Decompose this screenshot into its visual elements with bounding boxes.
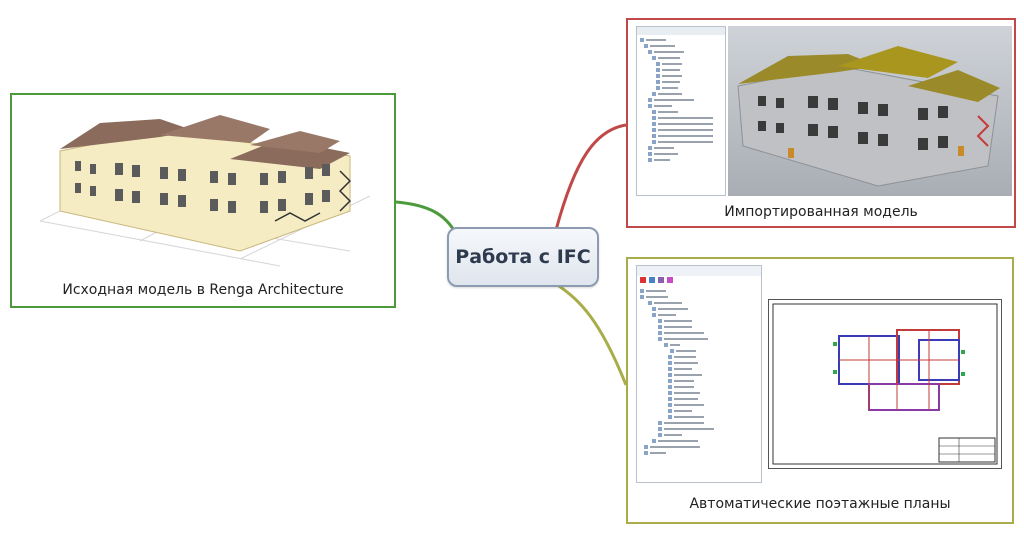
central-topic-node[interactable]: Работа с IFC <box>447 227 599 287</box>
floor-plans-card: Автоматические поэтажные планы <box>626 257 1014 524</box>
project-tree-toolbar <box>637 276 761 286</box>
imported-building-image <box>737 46 1000 187</box>
connector-source <box>395 200 457 233</box>
source-model-card: Исходная модель в Renga Architecture <box>10 93 396 308</box>
model-tree-header <box>637 27 725 35</box>
floor-plans-caption: Автоматические поэтажные планы <box>689 496 951 512</box>
project-tree-panel <box>636 265 762 483</box>
floor-plan-image <box>772 303 998 465</box>
connector-imported <box>554 123 627 231</box>
imported-model-card: Импортированная модель <box>626 18 1016 228</box>
building-model-image <box>39 115 371 267</box>
connector-plans <box>555 282 628 386</box>
model-tree-panel <box>636 26 726 196</box>
imported-3d-viewport <box>728 26 1012 196</box>
source-model-caption: Исходная модель в Renga Architecture <box>62 282 344 298</box>
project-tree-header <box>637 266 761 276</box>
floor-plan-drawing <box>768 299 1002 469</box>
imported-model-caption: Импортированная модель <box>724 204 918 220</box>
central-topic-title: Работа с IFC <box>455 246 591 268</box>
